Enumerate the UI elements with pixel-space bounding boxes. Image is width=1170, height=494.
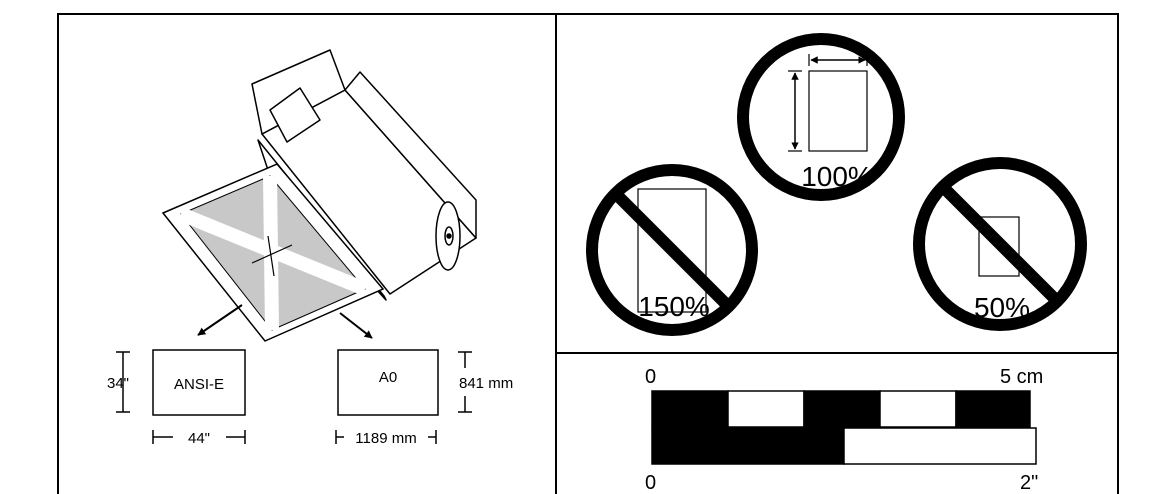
allowed-paper-icon xyxy=(737,33,905,201)
inch-start-label: 0 xyxy=(645,472,656,494)
a0-height-dimension xyxy=(458,351,472,413)
a0-width-dimension xyxy=(335,430,437,444)
ansi-width-dimension xyxy=(152,430,246,444)
arrow-to-ansi xyxy=(197,304,243,336)
scale-50-label: 50% xyxy=(974,292,1030,323)
a0-width-label: 1189 mm xyxy=(355,430,416,447)
ansi-height-dimension xyxy=(116,351,130,413)
outer-frame xyxy=(57,13,1119,494)
scale-150-label: 150% xyxy=(638,291,710,322)
scale-100-label: 100% xyxy=(801,161,873,192)
a0-label: A0 xyxy=(379,369,397,386)
ansi-width-label: 44" xyxy=(188,430,210,447)
inch-scale-bar xyxy=(651,427,1037,465)
prohibited-sign-icon xyxy=(586,164,758,336)
a0-height-label: 841 mm xyxy=(459,375,513,392)
inch-end-label: 2" xyxy=(1020,472,1038,494)
arrow-to-a0 xyxy=(339,312,373,339)
cm-end-label: 5 cm xyxy=(1000,366,1043,388)
cm-start-label: 0 xyxy=(645,366,656,388)
cm-scale-bar xyxy=(651,390,1031,428)
ansi-height-label: 34" xyxy=(107,375,129,392)
prohibited-sign-icon-right xyxy=(913,157,1087,331)
ansi-sheet-box xyxy=(152,349,246,416)
ansi-label: ANSI-E xyxy=(174,376,224,393)
a0-sheet-box xyxy=(337,349,439,416)
paper-sheet xyxy=(161,163,385,342)
